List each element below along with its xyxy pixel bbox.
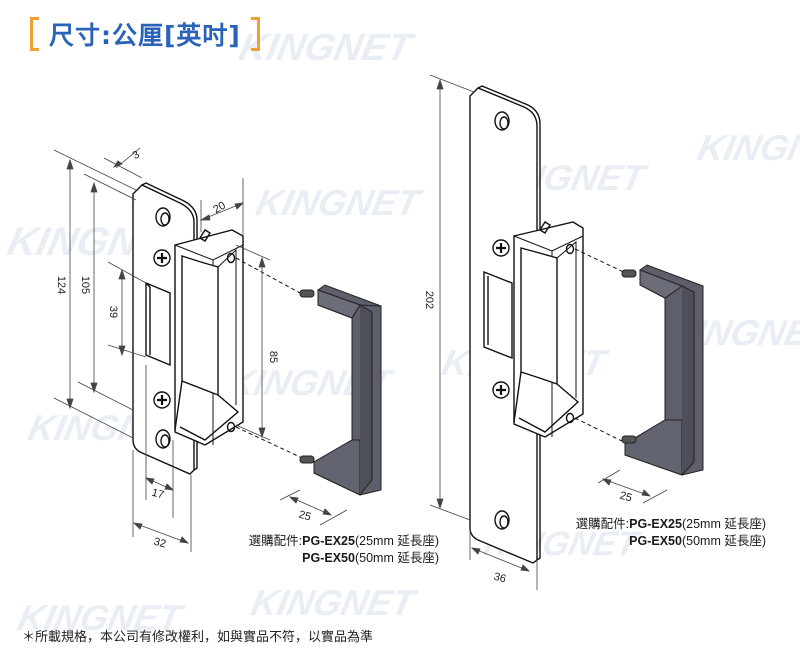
accessory-prefix: 選購配件:	[248, 534, 303, 548]
long-strike-dimensions	[429, 74, 668, 590]
bracket-left-icon	[30, 17, 39, 51]
accessory-desc: (25mm 延長座)	[681, 517, 766, 531]
accessory-model: PG-EX25	[629, 517, 682, 531]
short-strike-dimensions	[53, 147, 348, 552]
section-header: 尺寸:公厘[英吋]	[30, 14, 260, 54]
page-title: 尺寸:公厘[英吋]	[49, 21, 241, 50]
accessory-desc: (50mm 延長座)	[681, 534, 766, 548]
watermark: KINGNET	[248, 582, 421, 623]
dim-body-depth: 20	[211, 200, 228, 217]
watermark: KINGNET	[235, 26, 418, 69]
dim-overall-height: 202	[423, 291, 435, 309]
mount-hole	[155, 429, 171, 449]
mount-hole	[494, 111, 510, 131]
dim-mount-height: 105	[79, 276, 91, 294]
accessory-line: 選購配件:PG-EX25(25mm 延長座)	[548, 516, 766, 533]
watermark: KINGNET	[14, 597, 187, 638]
screw-icon	[153, 391, 171, 409]
accessory-line: PG-EX50(50mm 延長座)	[548, 533, 766, 550]
accessory-desc: (50mm 延長座)	[354, 551, 439, 565]
accessory-model: PG-EX25	[302, 534, 355, 548]
dim-plate-width: 36	[492, 571, 507, 586]
accessory-note-short: 選購配件:PG-EX25(25mm 延長座) PG-EX50(50mm 延長座)	[221, 533, 439, 567]
accessory-note-long: 選購配件:PG-EX25(25mm 延長座) PG-EX50(50mm 延長座)	[548, 516, 766, 550]
dim-overall-height: 124	[55, 276, 67, 294]
dim-plate-thickness: 3	[131, 149, 142, 162]
screw-icon	[153, 249, 171, 267]
bracket-right-icon	[250, 17, 260, 51]
dim-opening-height: 39	[107, 306, 119, 318]
extension-block-long	[621, 264, 704, 476]
extension-block-short	[299, 284, 382, 496]
accessory-model: PG-EX50	[629, 534, 682, 548]
accessory-model: PG-EX50	[302, 551, 355, 565]
dim-extension-spacing: 85	[267, 351, 279, 363]
long-strike-drawing	[469, 85, 631, 564]
screw-icon	[492, 239, 510, 257]
disclaimer-text: ＊所載規格，本公司有修改權利，如與實品不符，以實品為準	[22, 630, 374, 645]
accessory-line: PG-EX50(50mm 延長座)	[221, 550, 439, 567]
dim-plate-width: 32	[152, 536, 167, 551]
accessory-desc: (25mm 延長座)	[354, 534, 439, 548]
long-strike-dim-labels: 202 36 25	[423, 291, 633, 586]
dim-extension-depth: 25	[297, 509, 312, 524]
mount-hole	[155, 207, 171, 227]
mount-hole	[494, 510, 510, 530]
accessory-prefix: 選購配件:	[575, 517, 630, 531]
dim-extension-depth: 25	[618, 490, 633, 505]
screw-icon	[492, 381, 510, 399]
short-strike-drawing	[132, 182, 301, 475]
dim-face-width: 17	[150, 487, 165, 502]
watermark: KINGNET	[253, 182, 426, 223]
watermark: KINGNET	[694, 127, 800, 168]
short-strike-dim-labels: 3 124 105 39 20 85 17 32 25	[55, 149, 312, 551]
accessory-line: 選購配件:PG-EX25(25mm 延長座)	[221, 533, 439, 550]
